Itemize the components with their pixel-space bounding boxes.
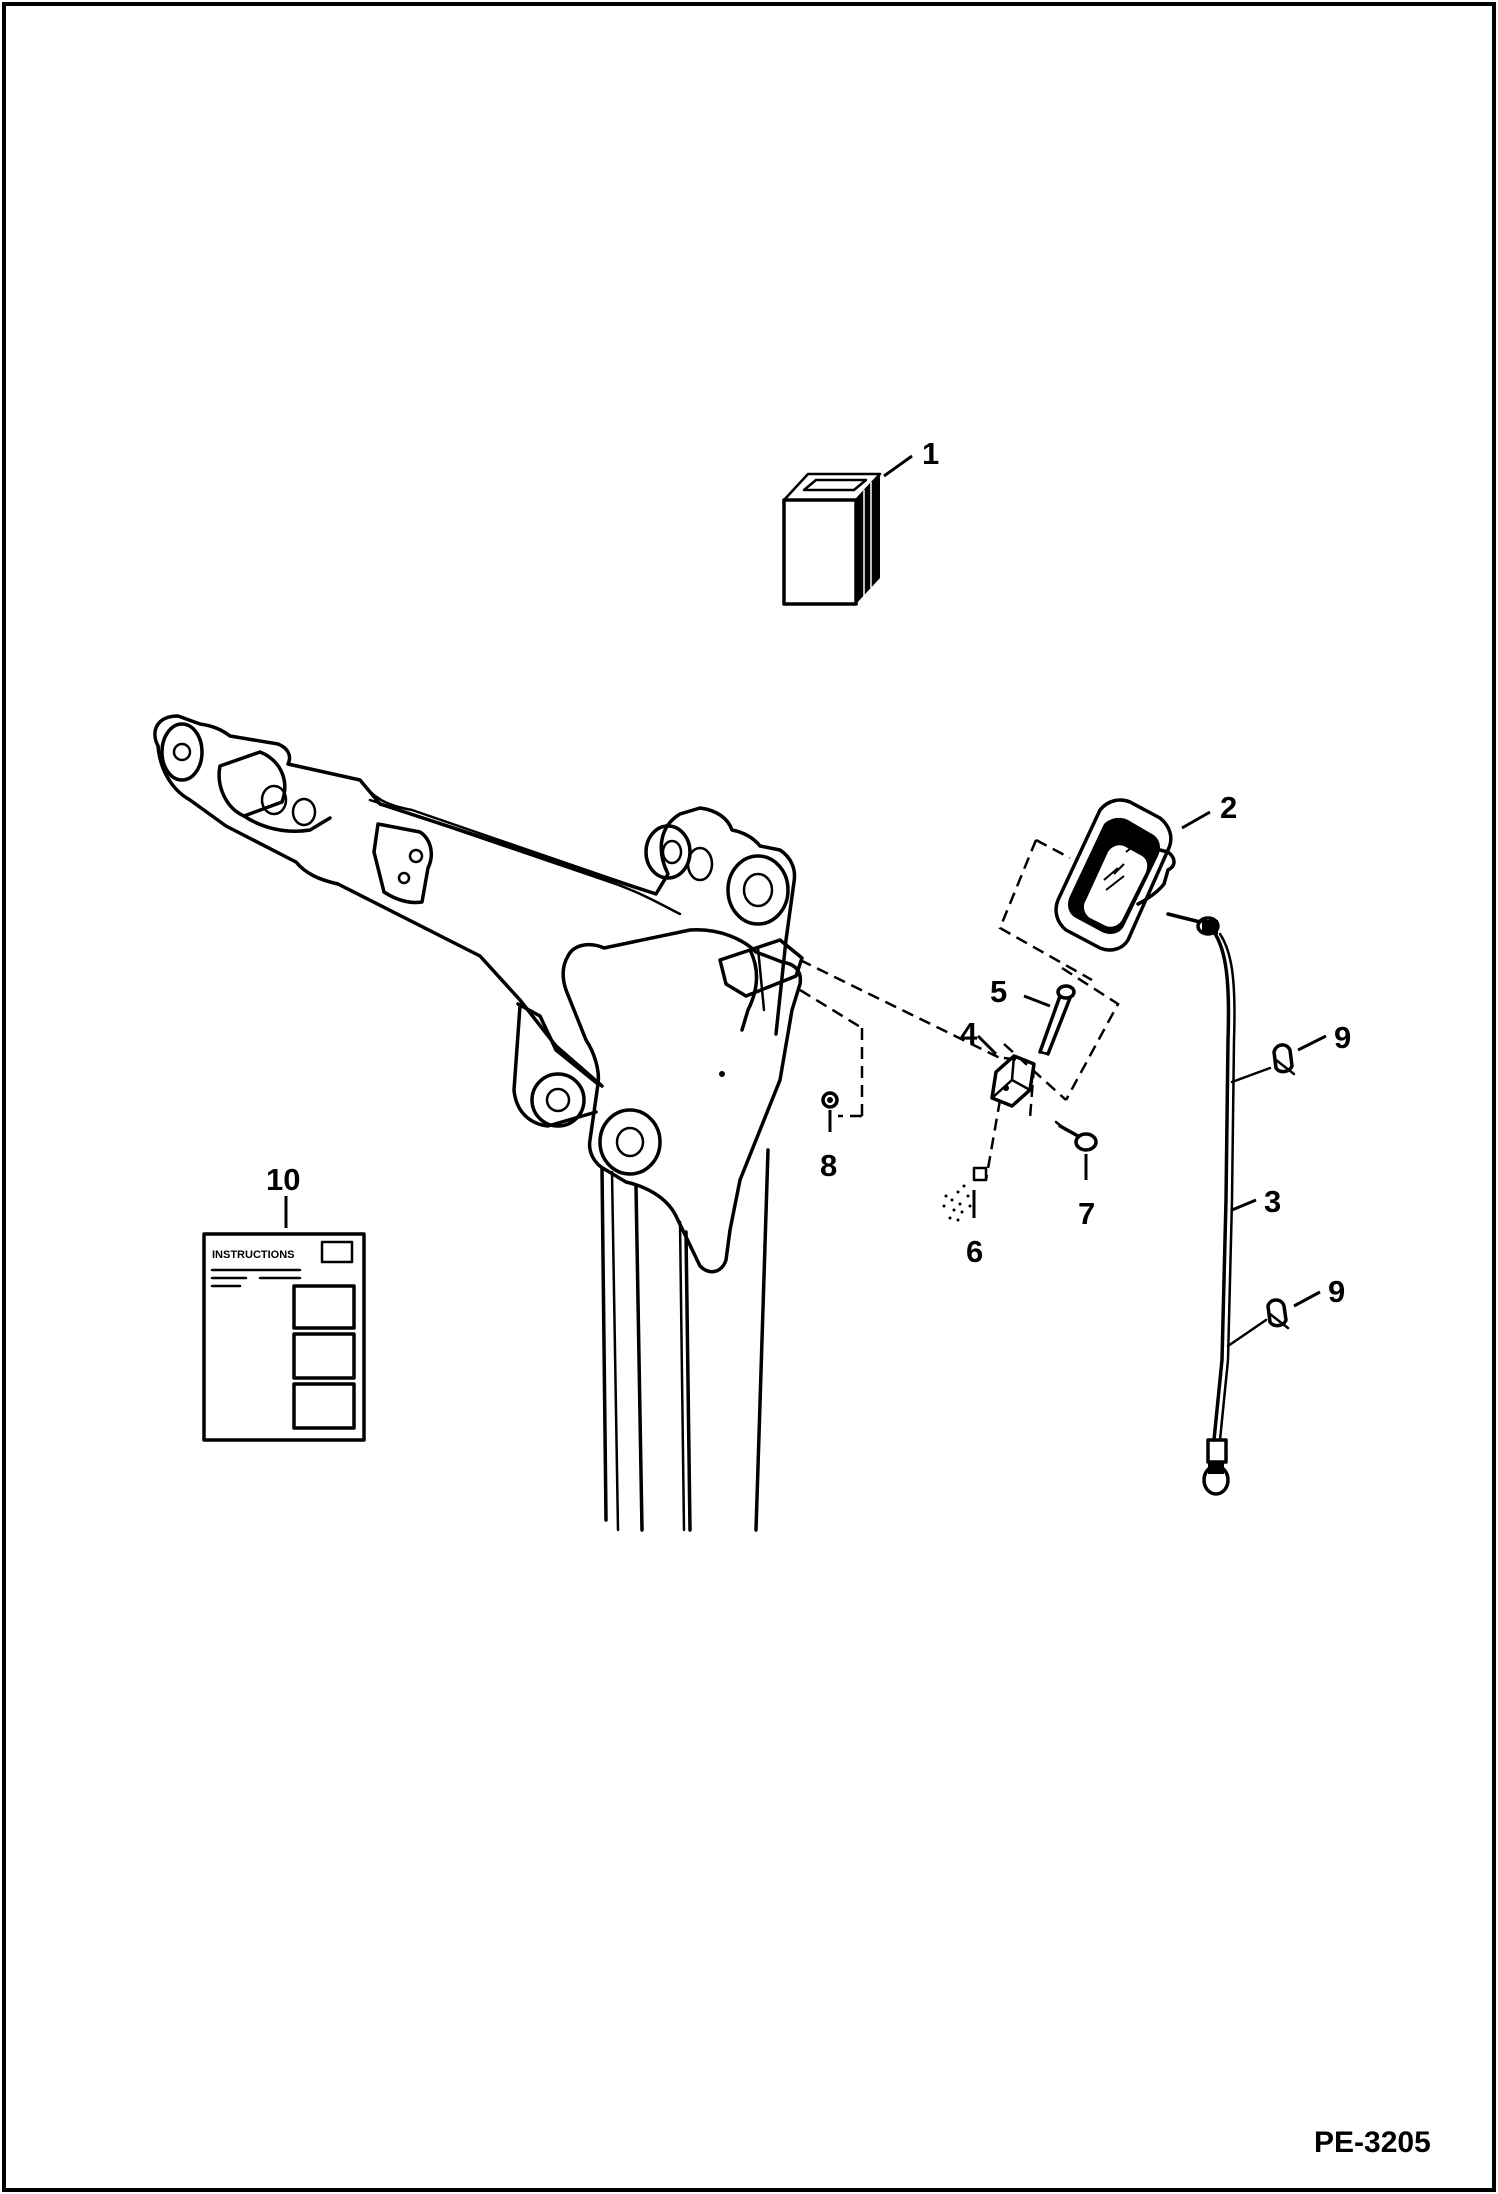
callout-leaders — [284, 454, 1327, 1308]
callout-10: 10 — [266, 1162, 300, 1197]
work-light-part — [1054, 798, 1220, 952]
nut-part — [942, 1166, 988, 1222]
callout-8: 8 — [820, 1148, 837, 1183]
callout-3: 3 — [1264, 1184, 1281, 1219]
callout-7: 7 — [1078, 1196, 1095, 1231]
assembly-guide-lines — [799, 838, 1120, 1181]
cable-tie-upper-part — [1272, 1043, 1296, 1076]
instructions-sheet: INSTRUCTIONS — [202, 1232, 366, 1442]
callout-5: 5 — [990, 974, 1007, 1009]
callout-6: 6 — [966, 1234, 983, 1269]
small-nut-part — [821, 1091, 839, 1109]
callout-9-lower: 9 — [1328, 1274, 1345, 1309]
module-box-part — [782, 472, 882, 606]
callout-2: 2 — [1220, 790, 1237, 825]
wire-harness-part — [1202, 930, 1272, 1496]
callout-labels: 1 2 3 4 5 6 7 8 9 9 10 — [266, 436, 1351, 1309]
screw-part — [1054, 1120, 1098, 1152]
cable-tie-lower-part — [1266, 1298, 1290, 1330]
callout-1: 1 — [922, 436, 939, 471]
bolt-part — [1038, 984, 1076, 1056]
figure-id: PE-3205 — [1314, 2126, 1431, 2159]
bracket-part — [990, 1054, 1036, 1108]
callout-4: 4 — [960, 1016, 978, 1051]
instructions-title: INSTRUCTIONS — [212, 1249, 295, 1261]
callout-9-upper: 9 — [1334, 1020, 1351, 1055]
excavator-boom — [153, 714, 804, 1532]
